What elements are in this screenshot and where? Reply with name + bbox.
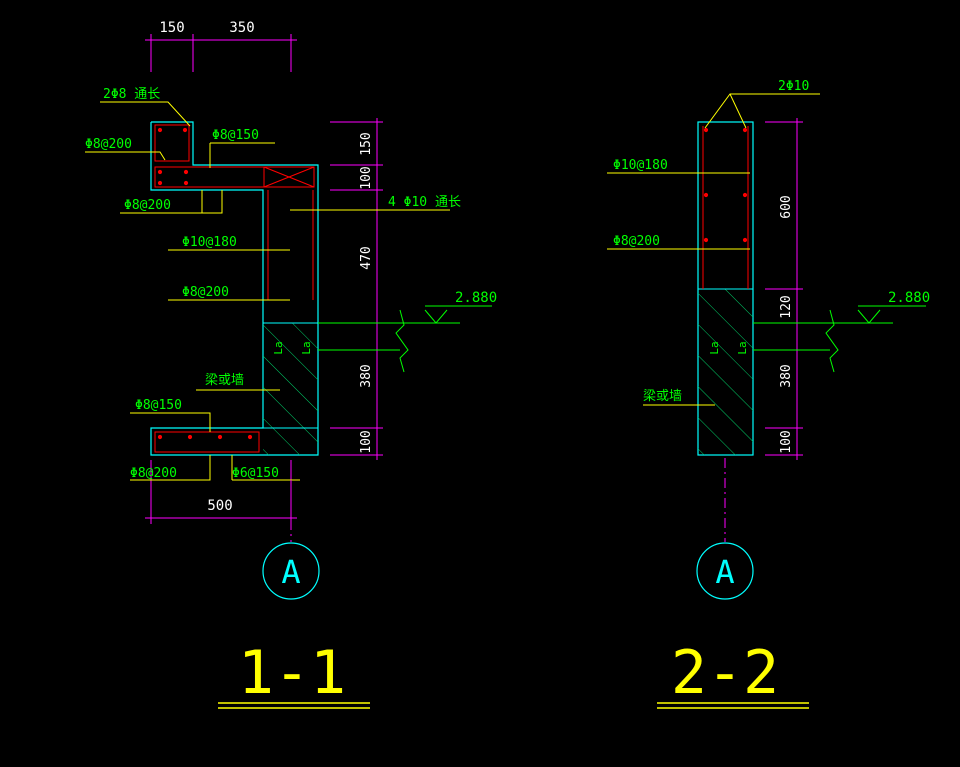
label-2phi8-long: 2Φ8 通长 bbox=[103, 87, 160, 102]
section-2-2-rebar bbox=[702, 126, 749, 289]
section-1-1-right-dimension bbox=[330, 118, 383, 460]
label-beam-or-wall: 梁或墙 bbox=[205, 373, 244, 388]
label-footing-bottom-left: Φ8@200 bbox=[130, 466, 177, 481]
dim2-right-600: 600 bbox=[779, 195, 794, 218]
label-footing-bottom-right: Φ6@150 bbox=[232, 466, 279, 481]
section-2-2-right-dimension bbox=[765, 118, 803, 460]
section-2-2-leaders bbox=[607, 93, 820, 406]
dim-right-100: 100 bbox=[359, 166, 374, 189]
section-1-1-rebar bbox=[154, 124, 315, 453]
section-2-2-hatch bbox=[698, 289, 753, 455]
label2-top-bars: 2Φ10 bbox=[778, 79, 809, 94]
axis-label-1: A bbox=[281, 553, 300, 591]
dim-top-150: 150 bbox=[159, 20, 184, 36]
label2-vertical: Φ10@180 bbox=[613, 158, 668, 173]
label-la-2: La bbox=[300, 341, 313, 354]
section-1-1-outline bbox=[150, 121, 319, 456]
dim2-right-100: 100 bbox=[779, 430, 794, 453]
section-1-1-bottom-dimension bbox=[145, 460, 297, 524]
axis-circle-1 bbox=[262, 542, 320, 600]
label-stirrup-left: Φ8@200 bbox=[85, 137, 132, 152]
section-2-2-elevation-marker bbox=[753, 305, 926, 373]
section-1-1-leaders bbox=[85, 101, 450, 481]
label2-beam-or-wall: 梁或墙 bbox=[643, 389, 682, 404]
dim-right-100b: 100 bbox=[359, 430, 374, 453]
axis-label-2: A bbox=[715, 553, 734, 591]
dim-right-150: 150 bbox=[359, 132, 374, 155]
section-title-1-1: 1-1 bbox=[238, 638, 346, 708]
label2-la-1: La bbox=[708, 341, 721, 354]
section-2-2: 600 120 380 100 2Φ10 Φ10@180 Φ8@200 梁或墙 … bbox=[607, 79, 930, 709]
section-1-1-elevation-marker bbox=[318, 305, 492, 373]
elevation2-value: 2.880 bbox=[888, 290, 930, 306]
dim-right-380: 380 bbox=[359, 364, 374, 387]
elevation-value: 2.880 bbox=[455, 290, 497, 306]
label-wall-horizontal: Φ8@200 bbox=[182, 285, 229, 300]
dim2-right-380: 380 bbox=[779, 364, 794, 387]
label2-la-2: La bbox=[736, 341, 749, 354]
section-title-2-2: 2-2 bbox=[671, 638, 779, 708]
label-la-1: La bbox=[272, 341, 285, 354]
section-1-1: 150 350 500 150 100 470 380 100 bbox=[85, 20, 497, 709]
label-stirrup-mid: Φ8@150 bbox=[212, 128, 259, 143]
label-4phi10-long: 4 Φ10 通长 bbox=[388, 195, 461, 210]
section-1-1-top-dimension bbox=[145, 34, 297, 72]
dim-right-470: 470 bbox=[359, 246, 374, 269]
axis-circle-2 bbox=[696, 542, 754, 600]
dim-top-350: 350 bbox=[229, 20, 254, 36]
section-1-1-hatch bbox=[263, 323, 318, 455]
dim2-right-120: 120 bbox=[779, 295, 794, 318]
label-footing-top: Φ8@150 bbox=[135, 398, 182, 413]
label2-horizontal: Φ8@200 bbox=[613, 234, 660, 249]
label-lower-left: Φ8@200 bbox=[124, 198, 171, 213]
label-wall-vertical: Φ10@180 bbox=[182, 235, 237, 250]
dim-bottom-500: 500 bbox=[207, 498, 232, 514]
